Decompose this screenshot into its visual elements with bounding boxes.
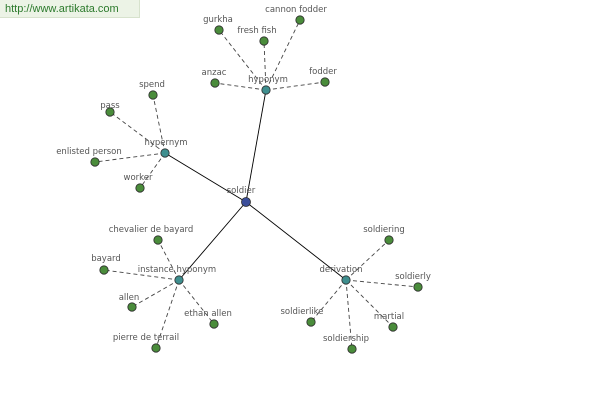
edge-root-hyponym — [245, 89, 267, 203]
root-node-soldier[interactable] — [241, 197, 251, 207]
relation-label-hypernym: hypernym — [144, 138, 187, 148]
leaf-node-martial[interactable] — [388, 322, 398, 332]
leaf-node-pierre-de-terrail[interactable] — [151, 343, 161, 353]
relation-label-instance-hyponym: instance hyponym — [138, 265, 216, 275]
leaf-node-soldierlike[interactable] — [306, 317, 316, 327]
leaf-label-soldiership: soldiership — [323, 334, 369, 344]
relation-node-instance-hyponym[interactable] — [174, 275, 184, 285]
edge-hyponym-cannon-fodder — [265, 19, 301, 91]
leaf-label-fodder: fodder — [309, 67, 337, 77]
leaf-label-enlisted-person: enlisted person — [56, 147, 122, 157]
edge-derivation-soldiership — [345, 279, 353, 350]
leaf-node-fodder[interactable] — [320, 77, 330, 87]
leaf-label-worker: worker — [124, 173, 153, 183]
site-url-link[interactable]: http://www.artikata.com — [0, 0, 140, 18]
root-label-soldier: soldier — [227, 186, 256, 196]
edge-derivation-soldierlike — [310, 279, 347, 323]
leaf-label-soldierly: soldierly — [395, 272, 431, 282]
relation-node-hyponym[interactable] — [261, 85, 271, 95]
leaf-label-pierre-de-terrail: pierre de terrail — [113, 333, 179, 343]
leaf-node-anzac[interactable] — [210, 78, 220, 88]
leaf-node-soldiership[interactable] — [347, 344, 357, 354]
edge-hyponym-fresh-fish — [263, 40, 267, 91]
edge-hypernym-spend — [152, 94, 166, 154]
leaf-node-allen[interactable] — [127, 302, 137, 312]
edge-hyponym-anzac — [214, 82, 267, 91]
edge-instance-hyponym-pierre-de-terrail — [155, 279, 180, 349]
relation-node-derivation[interactable] — [341, 275, 351, 285]
leaf-label-allen: allen — [119, 293, 140, 303]
leaf-label-fresh-fish: fresh fish — [237, 26, 276, 36]
edge-instance-hyponym-chevalier-de-bayard — [157, 239, 180, 281]
edge-hypernym-pass — [109, 111, 166, 154]
leaf-node-soldierly[interactable] — [413, 282, 423, 292]
leaf-label-chevalier-de-bayard: chevalier de bayard — [109, 225, 194, 235]
leaf-node-enlisted-person[interactable] — [90, 157, 100, 167]
leaf-label-anzac: anzac — [202, 68, 227, 78]
leaf-node-pass[interactable] — [105, 107, 115, 117]
leaf-node-bayard[interactable] — [99, 265, 109, 275]
leaf-label-martial: martial — [374, 312, 404, 322]
edge-hyponym-gurkha — [218, 29, 267, 91]
edge-hyponym-fodder — [265, 81, 326, 91]
graph-edges — [94, 19, 419, 350]
leaf-node-spend[interactable] — [148, 90, 158, 100]
graph-nodes — [90, 15, 423, 354]
graph-labels: gurkha fresh fish cannon fodder anzac fodder… — [56, 5, 431, 344]
edge-derivation-soldiering — [345, 239, 390, 281]
edge-root-instance-hyponym — [178, 201, 247, 281]
leaf-label-pass: pass — [100, 101, 120, 111]
leaf-label-bayard: bayard — [91, 254, 121, 264]
leaf-node-fresh-fish[interactable] — [259, 36, 269, 46]
relation-node-hypernym[interactable] — [160, 148, 170, 158]
leaf-node-gurkha[interactable] — [214, 25, 224, 35]
leaf-node-cannon-fodder[interactable] — [295, 15, 305, 25]
leaf-label-gurkha: gurkha — [203, 15, 233, 25]
edge-instance-hyponym-bayard — [103, 269, 180, 281]
edge-hypernym-enlisted-person — [94, 152, 166, 163]
edge-hypernym-worker — [139, 152, 166, 189]
leaf-label-ethan-allen: ethan allen — [184, 309, 232, 319]
leaf-node-soldiering[interactable] — [384, 235, 394, 245]
relation-label-derivation: derivation — [319, 265, 362, 275]
leaf-node-chevalier-de-bayard[interactable] — [153, 235, 163, 245]
leaf-node-worker[interactable] — [135, 183, 145, 193]
leaf-label-soldierlike: soldierlike — [280, 307, 323, 317]
leaf-node-ethan-allen[interactable] — [209, 319, 219, 329]
leaf-label-spend: spend — [139, 80, 165, 90]
leaf-label-soldiering: soldiering — [363, 225, 405, 235]
leaf-label-cannon-fodder: cannon fodder — [265, 5, 327, 15]
relation-label-hyponym: hyponym — [248, 75, 288, 85]
edge-root-derivation — [245, 201, 347, 281]
edge-instance-hyponym-allen — [131, 279, 180, 308]
edge-root-hypernym — [164, 152, 247, 203]
edge-derivation-soldierly — [345, 279, 419, 288]
edge-instance-hyponym-ethan-allen — [178, 279, 215, 325]
